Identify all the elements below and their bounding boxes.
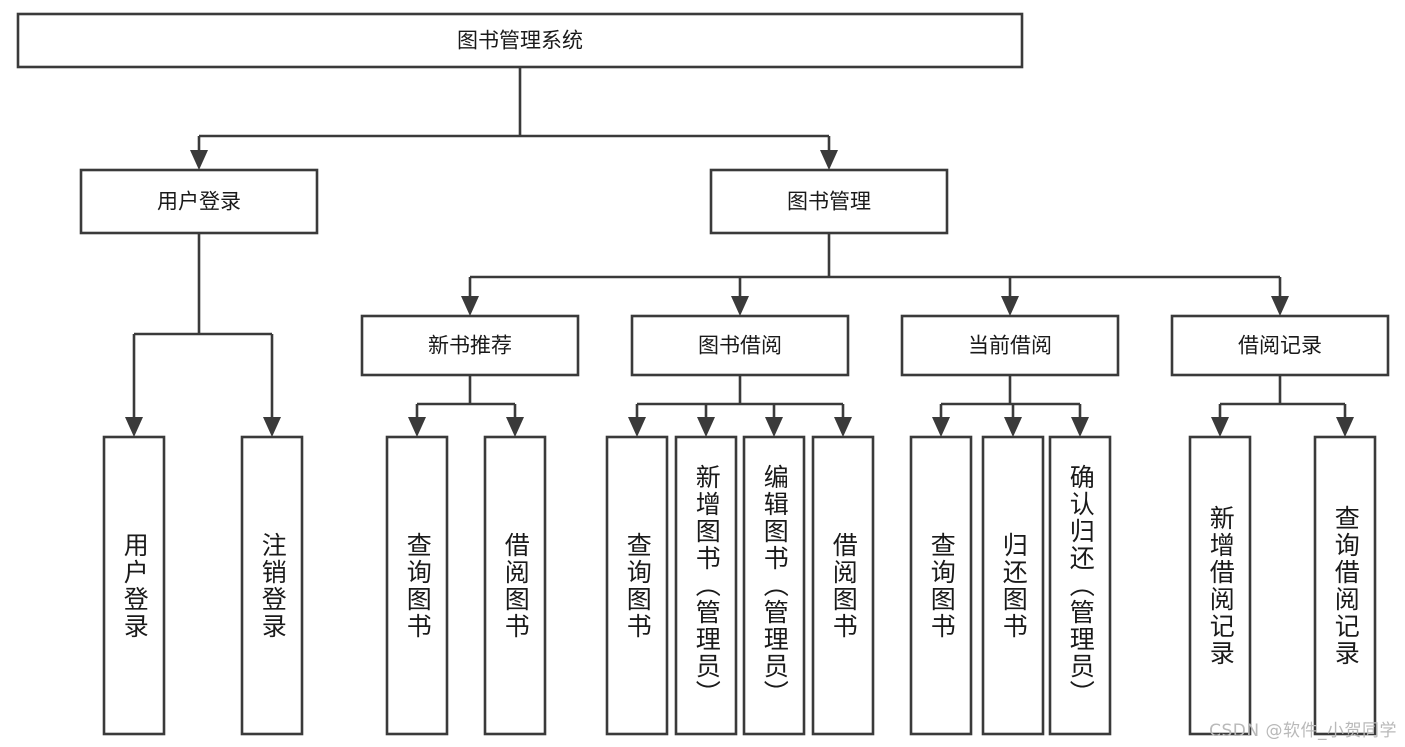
arrow-head-icon <box>1004 417 1022 437</box>
arrow-head-icon <box>765 417 783 437</box>
node-leaf-12[interactable] <box>1313 435 1377 736</box>
node-level3-3-rect[interactable] <box>1170 314 1390 377</box>
node-leaf-2-rect[interactable] <box>385 435 449 736</box>
node-level3-0-rect[interactable] <box>360 314 580 377</box>
node-level3-2[interactable]: 当前借阅 <box>900 314 1120 377</box>
node-root[interactable]: 图书管理系统 <box>16 12 1024 69</box>
node-leaf-10[interactable] <box>1048 435 1112 736</box>
node-leaf-7[interactable] <box>811 435 875 736</box>
arrow-head-icon <box>408 417 426 437</box>
node-root-rect[interactable] <box>16 12 1024 69</box>
node-leaf-11-rect[interactable] <box>1188 435 1252 736</box>
node-leaf-8-rect[interactable] <box>909 435 973 736</box>
arrow-head-icon <box>1336 417 1354 437</box>
node-level2-0-rect[interactable] <box>79 168 319 235</box>
node-level3-0[interactable]: 新书推荐 <box>360 314 580 377</box>
node-level2-1-label: 图书管理 <box>787 190 871 214</box>
arrow-head-icon <box>731 296 749 316</box>
node-leaf-0[interactable] <box>102 435 166 736</box>
arrow-head-icon <box>932 417 950 437</box>
arrow-head-icon <box>190 150 208 170</box>
node-leaf-10-rect[interactable] <box>1048 435 1112 736</box>
node-leaf-8[interactable] <box>909 435 973 736</box>
node-level3-2-label: 当前借阅 <box>968 334 1052 358</box>
node-leaf-6-rect[interactable] <box>742 435 806 736</box>
node-level2-0[interactable]: 用户登录 <box>79 168 319 235</box>
connectors-layer <box>125 67 1354 437</box>
node-leaf-5-rect[interactable] <box>674 435 738 736</box>
node-leaf-4[interactable] <box>605 435 669 736</box>
node-level3-1[interactable]: 图书借阅 <box>630 314 850 377</box>
node-level3-0-label: 新书推荐 <box>428 334 512 358</box>
node-leaf-12-rect[interactable] <box>1313 435 1377 736</box>
node-leaf-1-rect[interactable] <box>240 435 304 736</box>
node-leaf-11[interactable] <box>1188 435 1252 736</box>
arrow-head-icon <box>820 150 838 170</box>
arrow-head-icon <box>628 417 646 437</box>
node-level3-1-rect[interactable] <box>630 314 850 377</box>
arrow-head-icon <box>834 417 852 437</box>
arrow-head-icon <box>1271 296 1289 316</box>
arrow-head-icon <box>125 417 143 437</box>
node-leaf-3[interactable] <box>483 435 547 736</box>
node-leaf-1[interactable] <box>240 435 304 736</box>
node-level3-1-label: 图书借阅 <box>698 334 782 358</box>
watermark-text: CSDN @软件_小贺同学 <box>1209 721 1397 741</box>
arrow-head-icon <box>263 417 281 437</box>
node-leaf-0-rect[interactable] <box>102 435 166 736</box>
node-leaf-2[interactable] <box>385 435 449 736</box>
node-leaf-7-rect[interactable] <box>811 435 875 736</box>
node-level2-1-rect[interactable] <box>709 168 949 235</box>
node-leaf-9-rect[interactable] <box>981 435 1045 736</box>
arrow-head-icon <box>461 296 479 316</box>
node-leaf-5[interactable] <box>674 435 738 736</box>
arrow-head-icon <box>506 417 524 437</box>
arrow-head-icon <box>1211 417 1229 437</box>
node-leaf-6[interactable] <box>742 435 806 736</box>
node-root-label: 图书管理系统 <box>457 29 583 53</box>
arrow-head-icon <box>1001 296 1019 316</box>
node-level2-1[interactable]: 图书管理 <box>709 168 949 235</box>
node-level2-0-label: 用户登录 <box>157 190 241 214</box>
node-leaf-9[interactable] <box>981 435 1045 736</box>
arrow-head-icon <box>1071 417 1089 437</box>
node-leaf-3-rect[interactable] <box>483 435 547 736</box>
node-level3-3-label: 借阅记录 <box>1238 334 1322 358</box>
node-leaf-4-rect[interactable] <box>605 435 669 736</box>
arrow-head-icon <box>697 417 715 437</box>
node-level3-3[interactable]: 借阅记录 <box>1170 314 1390 377</box>
node-level3-2-rect[interactable] <box>900 314 1120 377</box>
